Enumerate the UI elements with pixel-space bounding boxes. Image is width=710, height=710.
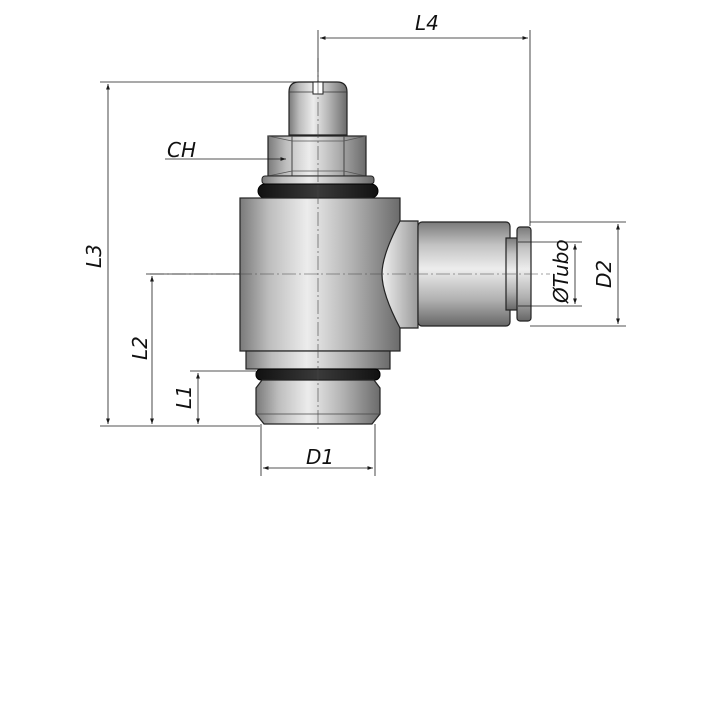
dimension-l3: L3 <box>82 81 318 427</box>
label-ch: CH <box>167 138 196 162</box>
side-saddle <box>381 220 419 329</box>
label-d2: D2 <box>592 260 616 288</box>
dimension-l1: L1 <box>172 370 256 424</box>
dimension-tube-diameter: ØTubo <box>518 239 582 307</box>
dimensions: L4 L3 CH L2 L1 <box>82 11 626 476</box>
label-l3: L3 <box>82 244 106 268</box>
label-l2: L2 <box>128 336 152 360</box>
hex-lock-nut <box>267 135 367 177</box>
fitting-part <box>239 81 532 425</box>
dimension-l4: L4 <box>317 11 531 226</box>
dimension-d2: D2 <box>530 221 626 327</box>
label-l4: L4 <box>415 11 439 35</box>
dimension-d1: D1 <box>260 424 376 476</box>
main-body <box>239 197 401 352</box>
label-d1: D1 <box>306 445 334 469</box>
dimension-l2: L2 <box>128 273 240 424</box>
dimension-ch: CH <box>165 138 286 162</box>
label-l1: L1 <box>172 385 196 409</box>
label-tube: ØTubo <box>549 239 573 304</box>
